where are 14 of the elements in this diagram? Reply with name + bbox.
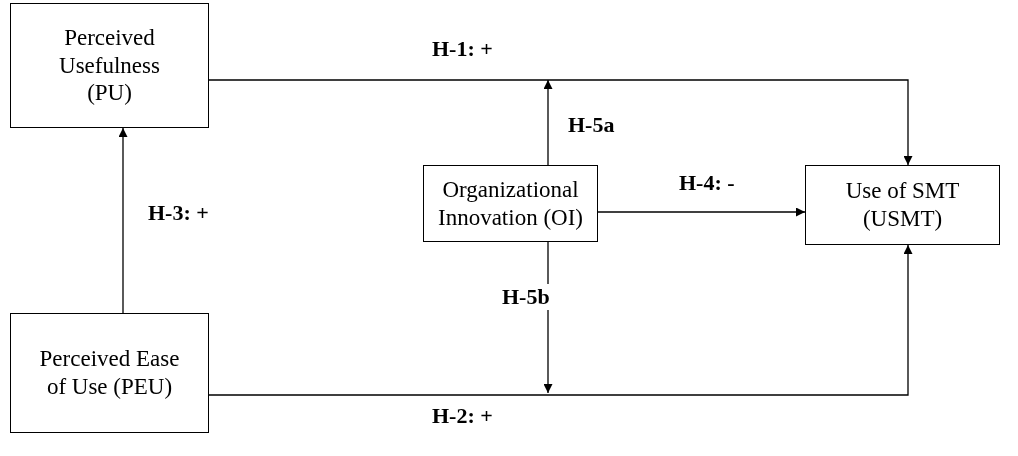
arrow [597, 207, 806, 217]
construct-box [10, 3, 209, 128]
arrow [208, 79, 913, 166]
construct-label: Use of SMT (USMT) [844, 177, 961, 233]
construct-label: Organizational Innovation (OI) [437, 175, 584, 232]
construct-label: Perceived Usefulness (PU) [58, 24, 161, 107]
arrow [208, 244, 913, 396]
construct-box [423, 165, 598, 242]
construct-label: Perceived Ease of Use (PEU) [38, 345, 181, 401]
edge-label: H-5b [500, 284, 552, 310]
arrow [543, 79, 553, 166]
construct-box [805, 165, 1000, 245]
arrow [118, 127, 128, 314]
construct-box [10, 313, 209, 433]
